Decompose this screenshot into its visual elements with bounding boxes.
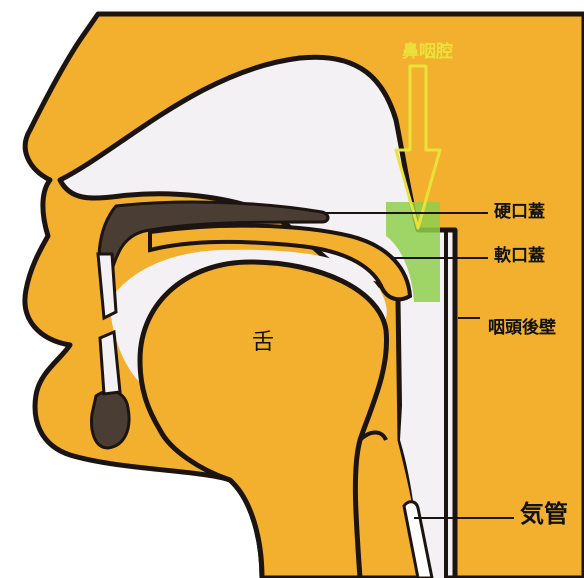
tongue (140, 262, 387, 578)
hard-palate-label: 硬口蓋 (494, 204, 545, 221)
trachea-label: 気管 (520, 502, 568, 526)
soft-palate-label: 軟口蓋 (494, 248, 545, 265)
posterior-pharyngeal-wall-label: 咽頭後壁 (488, 320, 556, 337)
nasopharynx-label: 鼻咽腔 (402, 44, 453, 61)
tongue-label: 舌 (252, 332, 274, 354)
mandible-bone (92, 391, 130, 448)
